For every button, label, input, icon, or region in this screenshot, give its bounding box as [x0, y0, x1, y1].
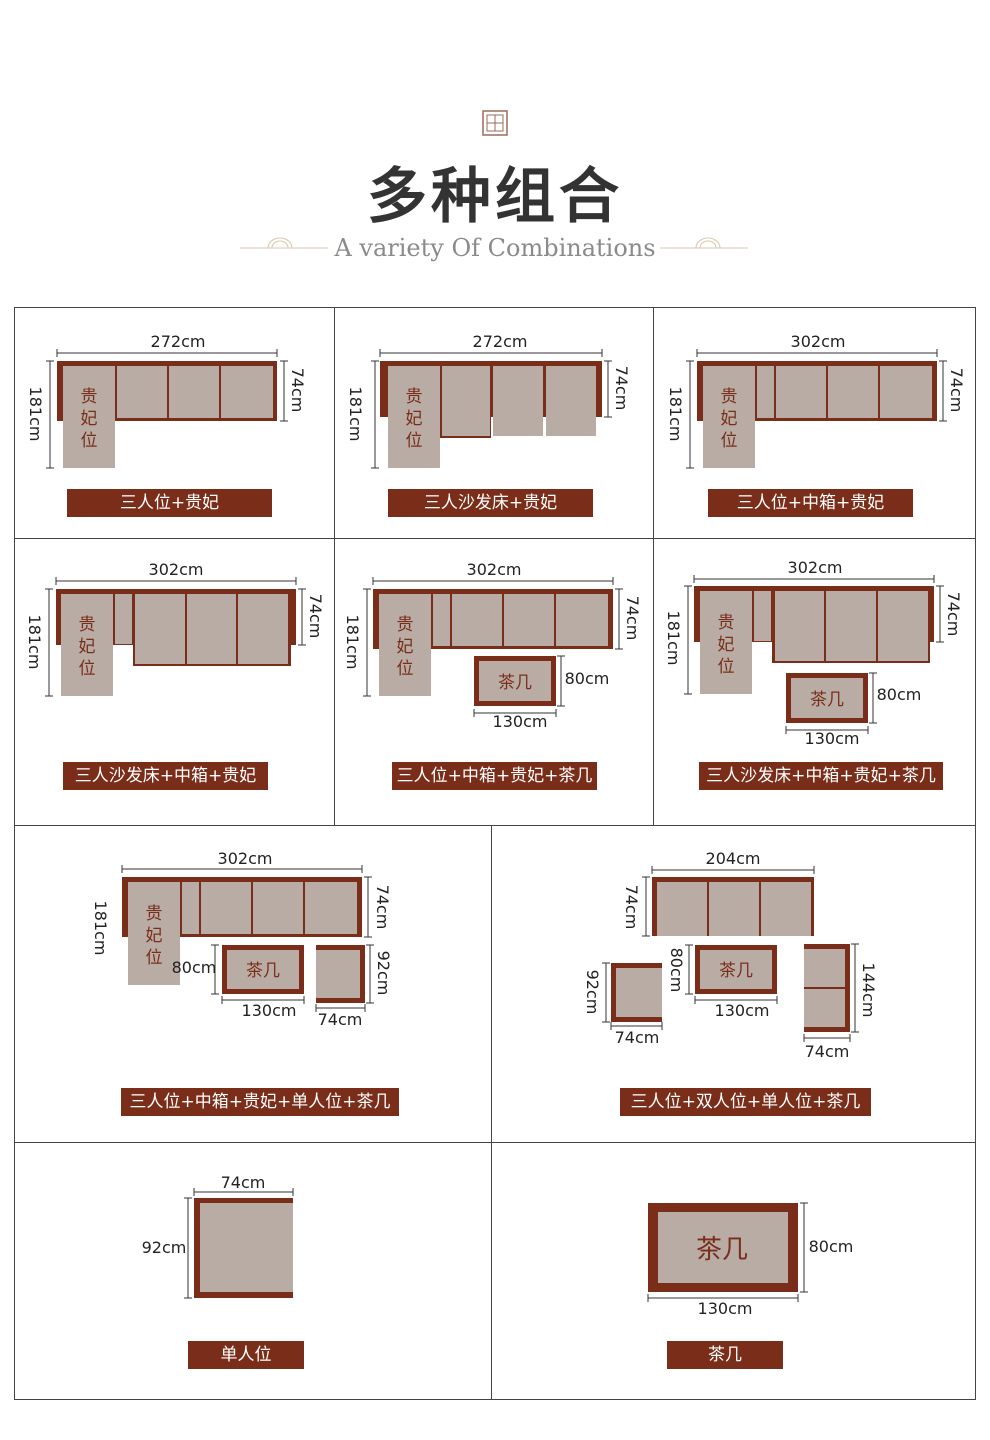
coffee-table-label: 茶几: [696, 1235, 748, 1265]
two-seat-depth-dimension: 74cm: [805, 1042, 850, 1061]
width-dimension: 302cm: [218, 849, 273, 868]
combo-8-diagram: 茶几 204cm 74cm 80cm 130cm 92cm 74cm 144cm…: [583, 849, 878, 1061]
chaise-label: 贵: [81, 387, 98, 407]
single-seat-width-dimension: 74cm: [615, 1028, 660, 1047]
page-title: 多种组合: [367, 162, 623, 232]
width-dimension: 302cm: [467, 560, 522, 579]
combo-9-diagram: 74cm 92cm: [142, 1173, 294, 1299]
combo-5-diagram: 贵 妃 位 茶几 302cm 181cm 74cm 80cm 130cm: [343, 560, 642, 731]
seat-depth-dimension: 74cm: [947, 368, 966, 413]
coffee-table-label: 茶几: [498, 673, 532, 693]
width-dimension: 302cm: [149, 560, 204, 579]
width-dimension: 302cm: [791, 332, 846, 351]
combo-3-diagram: 贵 妃 位 302cm 181cm 74cm: [666, 332, 966, 469]
three-seat-depth-dimension: 74cm: [622, 885, 641, 930]
chaise-label: 贵: [718, 613, 735, 633]
chaise-label: 位: [721, 431, 738, 451]
chaise-label: 位: [397, 659, 414, 679]
single-seat-depth-dimension: 92cm: [374, 951, 393, 996]
depth-dimension: 181cm: [91, 901, 110, 956]
combo-5-label: 三人位+中箱+贵妃+茶几: [392, 762, 597, 790]
width-dimension: 74cm: [221, 1173, 266, 1192]
chaise-label: 位: [79, 659, 96, 679]
seat-depth-dimension: 74cm: [288, 368, 307, 413]
seat-depth-dimension: 74cm: [944, 592, 963, 637]
ornament-left-icon: [240, 237, 328, 249]
depth-dimension: 181cm: [664, 611, 683, 666]
chaise-label: 妃: [718, 635, 735, 655]
two-seat-length-dimension: 144cm: [859, 963, 878, 1018]
chaise-label: 位: [146, 948, 163, 968]
chaise-label: 位: [718, 657, 735, 677]
combo-1-diagram: 贵 妃 位 272cm 181cm 74cm: [26, 332, 307, 469]
combo-1-label: 三人位+贵妃: [67, 489, 272, 517]
ornament-right-icon: [660, 237, 748, 249]
table-width-dimension: 130cm: [242, 1001, 297, 1020]
table-width-dimension: 130cm: [715, 1001, 770, 1020]
chaise-label: 妃: [397, 637, 414, 657]
depth-dimension: 181cm: [26, 387, 45, 442]
seat-depth-dimension: 74cm: [612, 366, 631, 411]
table-depth-dimension: 80cm: [172, 958, 217, 977]
depth-dimension: 181cm: [346, 387, 365, 442]
table-depth-dimension: 80cm: [877, 685, 922, 704]
chaise-label: 妃: [721, 409, 738, 429]
chaise-label: 贵: [79, 615, 96, 635]
depth-dimension: 80cm: [809, 1237, 854, 1256]
chaise-label: 贵: [406, 387, 423, 407]
single-seat-width-dimension: 74cm: [318, 1010, 363, 1029]
chaise-label: 贵: [397, 615, 414, 635]
seat-depth-dimension: 74cm: [306, 594, 325, 639]
depth-dimension: 181cm: [343, 615, 362, 670]
width-dimension: 302cm: [788, 558, 843, 577]
combo-6-diagram: 贵 妃 位 茶几 302cm 181cm 74cm 80cm 130cm: [664, 558, 963, 748]
table-depth-dimension: 80cm: [565, 669, 610, 688]
depth-dimension: 181cm: [25, 615, 44, 670]
seat-depth-dimension: 74cm: [623, 596, 642, 641]
combo-9-label: 单人位: [188, 1341, 304, 1369]
table-width-dimension: 130cm: [493, 712, 548, 731]
combo-4-diagram: 贵 妃 位 302cm 181cm 74cm: [25, 560, 325, 697]
three-seat-width-dimension: 204cm: [706, 849, 761, 868]
chaise-label: 妃: [81, 409, 98, 429]
combo-10-label: 茶几: [667, 1341, 783, 1369]
combo-10-diagram: 茶几 130cm 80cm: [647, 1202, 854, 1318]
chaise-label: 位: [406, 431, 423, 451]
coffee-table-label: 茶几: [810, 690, 844, 710]
single-seat-depth-dimension: 92cm: [583, 970, 602, 1015]
coffee-table-label: 茶几: [719, 961, 753, 981]
depth-dimension: 92cm: [142, 1238, 187, 1257]
chaise-label: 贵: [146, 904, 163, 924]
combo-2-diagram: 贵 妃 位 272cm 181cm 74cm: [346, 332, 631, 469]
width-dimension: 130cm: [698, 1299, 753, 1318]
chaise-label: 妃: [79, 637, 96, 657]
width-dimension: 272cm: [151, 332, 206, 351]
combo-3-label: 三人位+中箱+贵妃: [708, 489, 913, 517]
combo-7-diagram: 贵 妃 位 茶几 302cm 181cm 74cm 80cm 130cm 74c…: [91, 849, 393, 1029]
chaise-label: 位: [81, 431, 98, 451]
coffee-table-label: 茶几: [246, 961, 280, 981]
depth-dimension: 181cm: [666, 387, 685, 442]
seat-depth-dimension: 74cm: [373, 885, 392, 930]
chaise-label: 妃: [406, 409, 423, 429]
width-dimension: 272cm: [473, 332, 528, 351]
chaise-label: 妃: [146, 926, 163, 946]
logo-icon: [482, 110, 508, 136]
table-depth-dimension: 80cm: [667, 948, 686, 993]
combo-4-label: 三人沙发床+中箱+贵妃: [63, 762, 268, 790]
combo-8-label: 三人位+双人位+单人位+茶几: [620, 1088, 871, 1116]
combo-7-label: 三人位+中箱+贵妃+单人位+茶几: [121, 1088, 399, 1116]
table-width-dimension: 130cm: [805, 729, 860, 748]
combo-6-label: 三人沙发床+中箱+贵妃+茶几: [699, 762, 943, 790]
chaise-label: 贵: [721, 387, 738, 407]
page-subtitle: A variety Of Combinations: [334, 234, 656, 262]
combo-2-label: 三人沙发床+贵妃: [388, 489, 593, 517]
